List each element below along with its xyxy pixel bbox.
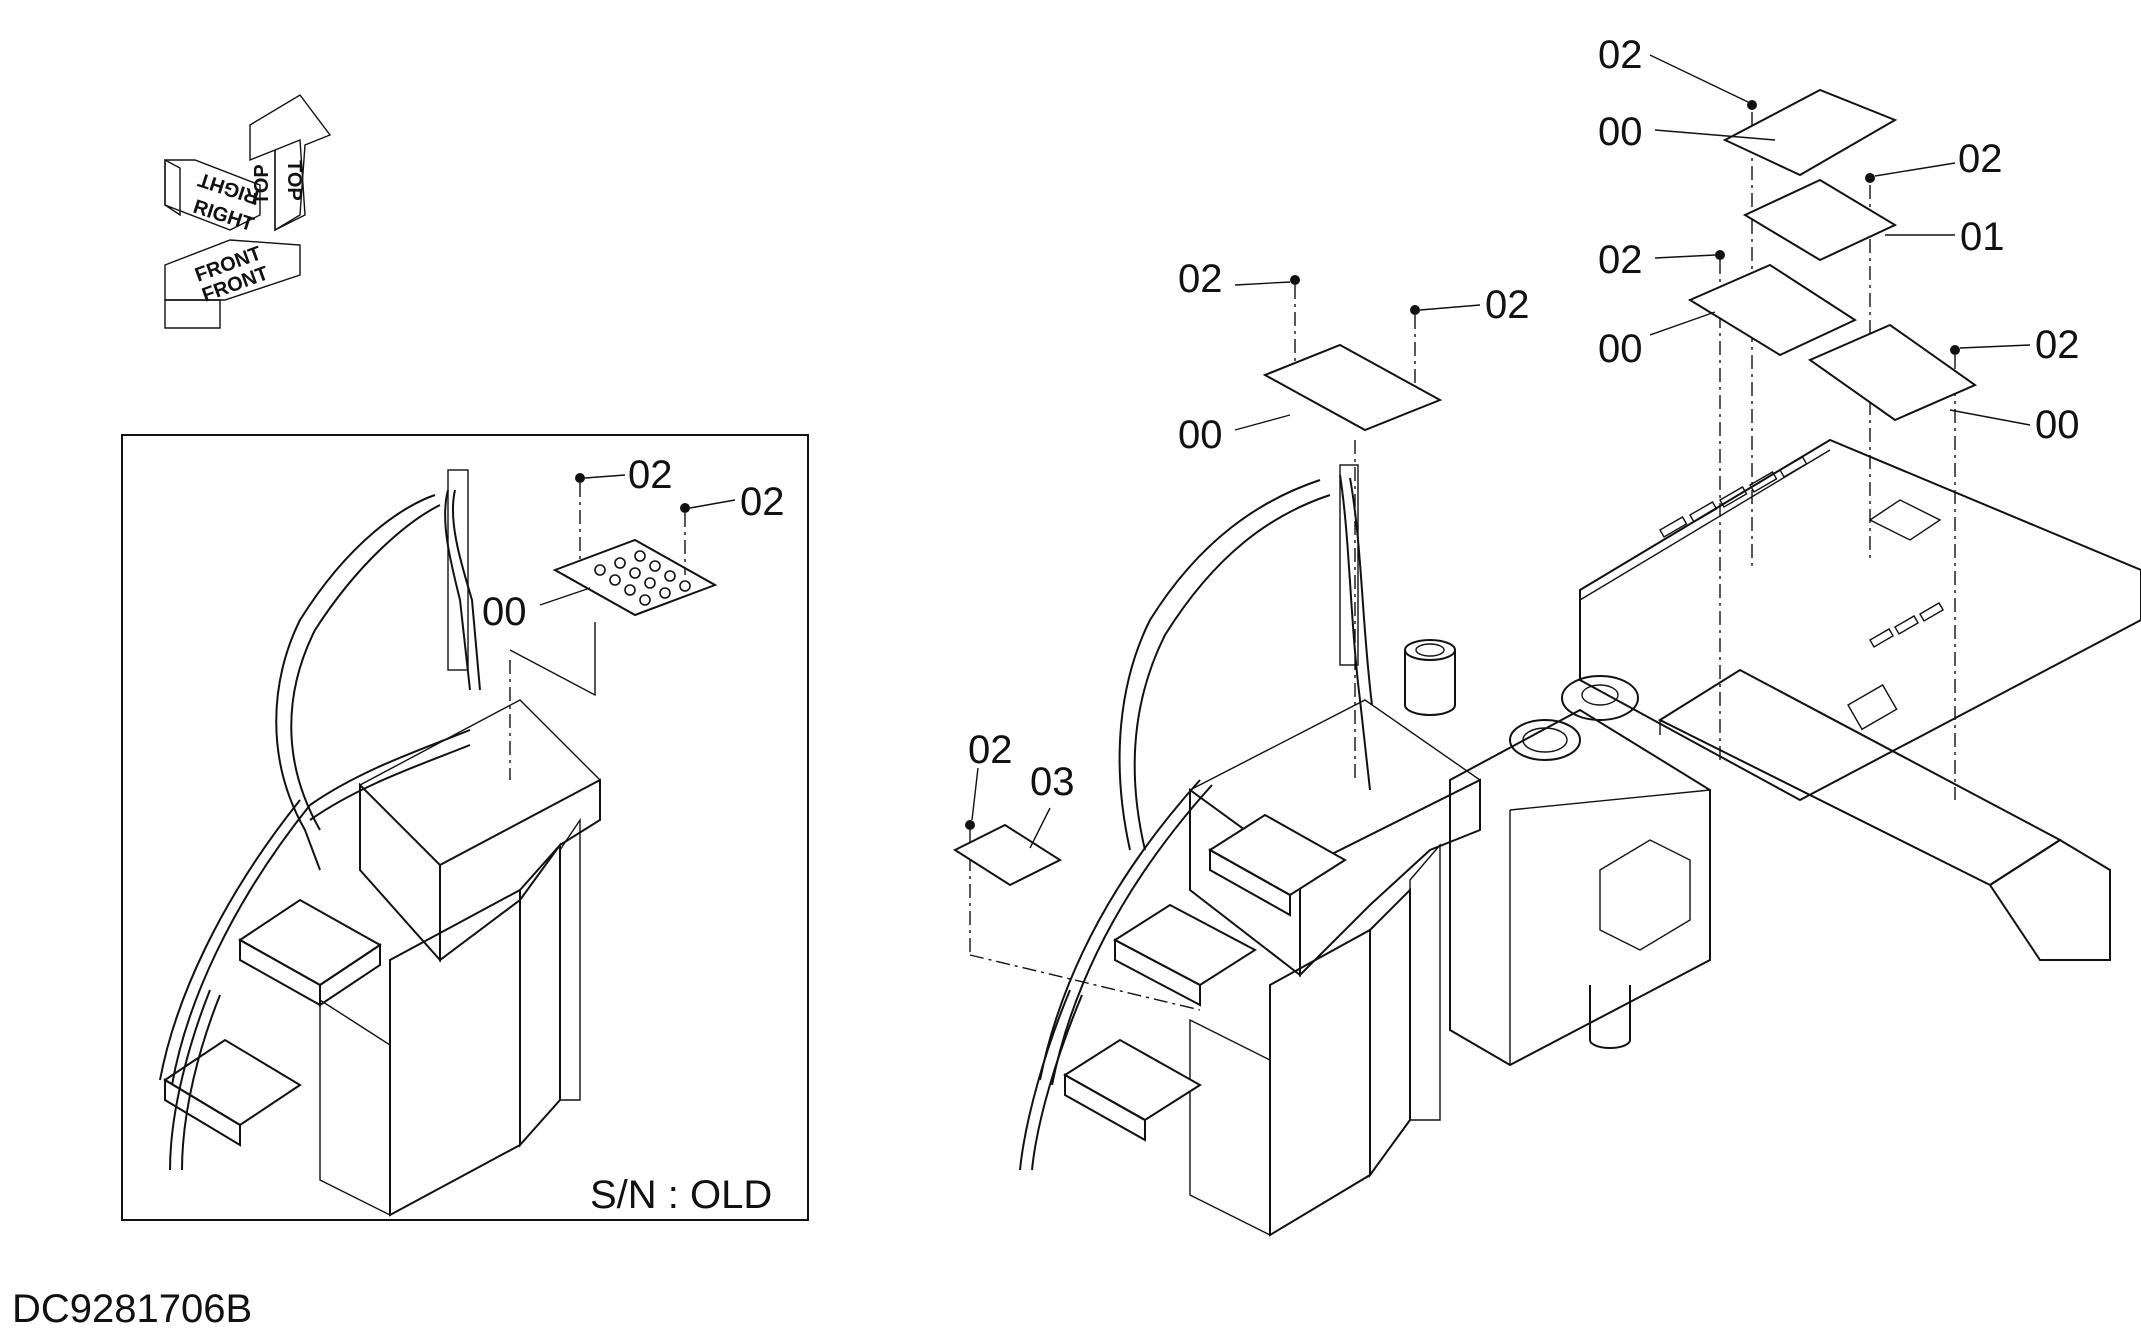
orientation-indicator: TOP TOP RIGHT RIGHT FRONT FRONT [164,94,332,329]
inset-callout-02: 02 [740,480,785,524]
bolt [965,820,975,830]
callout-00: 00 [1598,110,1643,154]
bolt [1290,275,1300,285]
callout-00: 00 [2035,403,2080,447]
callout-02: 02 [968,728,1013,772]
orientation-top-label-mirror: TOP [251,164,273,205]
callout-02: 02 [1485,283,1530,327]
callout-02: 02 [1598,238,1643,282]
inset-old-serial: 02 02 00 S/N : OLD [121,434,809,1221]
bolt [1747,100,1757,110]
callout-01: 01 [1960,215,2005,259]
bolt [1715,250,1725,260]
callout-02: 02 [1178,257,1223,301]
bolt [1410,305,1420,315]
inset-callout-00: 00 [482,590,527,634]
callout-03: 03 [1030,760,1075,804]
callout-02: 02 [1598,33,1643,77]
callout-00: 00 [1598,327,1643,371]
bolt [1865,173,1875,183]
bolt [1950,345,1960,355]
deck-vents [1659,456,1945,731]
inset-bolt [680,503,690,513]
inset-bolt [575,473,585,483]
drawing-number: DC9281706B [12,1287,252,1331]
callout-02: 02 [1958,137,2003,181]
main-plates [952,88,1978,887]
main-assembly: 02 00 02 01 02 00 02 00 02 02 00 02 03 [952,33,2141,1237]
callout-00: 00 [1178,413,1223,457]
inset-serial-caption: S/N : OLD [590,1173,772,1217]
orientation-top-label: TOP [283,160,305,201]
inset-plate-holes [594,550,691,606]
inset-callout-02: 02 [628,453,673,497]
callout-02: 02 [2035,323,2080,367]
